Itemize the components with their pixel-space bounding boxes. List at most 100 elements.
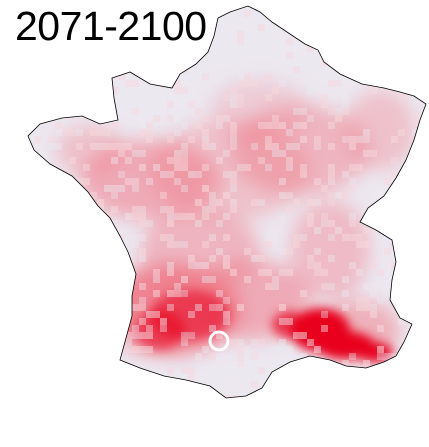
- grid-cell: [167, 262, 174, 269]
- grid-cell: [377, 325, 384, 332]
- grid-cell: [111, 80, 118, 87]
- grid-cell: [272, 276, 279, 283]
- grid-cell: [28, 108, 34, 115]
- grid-cell: [76, 143, 83, 150]
- grid-cell: [216, 220, 223, 227]
- grid-cell: [230, 136, 237, 143]
- grid-cell: [139, 122, 146, 129]
- grid-cell: [335, 115, 342, 122]
- grid-cell: [279, 150, 286, 157]
- grid-cell: [62, 73, 69, 80]
- grid-cell: [307, 199, 314, 206]
- grid-cell: [230, 185, 237, 192]
- grid-cell: [286, 192, 293, 199]
- grid-cell: [314, 136, 321, 143]
- grid-cell: [97, 381, 104, 388]
- grid-cell: [160, 52, 167, 59]
- grid-cell: [363, 59, 370, 66]
- grid-cell: [272, 115, 279, 122]
- grid-cell: [181, 157, 188, 164]
- grid-cell: [398, 192, 405, 199]
- grid-cell: [125, 332, 132, 339]
- grid-cell: [230, 374, 237, 381]
- grid-cell: [265, 395, 272, 398]
- grid-cell: [307, 87, 314, 94]
- grid-cell: [237, 339, 244, 346]
- grid-cell: [377, 73, 384, 80]
- grid-cell: [412, 73, 419, 80]
- grid-cell: [48, 143, 55, 150]
- grid-cell: [349, 164, 356, 171]
- grid-cell: [104, 185, 111, 192]
- grid-cell: [104, 269, 111, 276]
- grid-cell: [28, 220, 34, 227]
- grid-cell: [398, 318, 405, 325]
- grid-cell: [167, 136, 174, 143]
- grid-cell: [153, 59, 160, 66]
- grid-cell: [90, 94, 97, 101]
- grid-cell: [181, 241, 188, 248]
- grid-cell: [230, 171, 237, 178]
- grid-cell: [55, 395, 62, 398]
- grid-cell: [279, 122, 286, 129]
- grid-cell: [97, 276, 104, 283]
- grid-cell: [412, 332, 419, 339]
- grid-cell: [293, 234, 300, 241]
- grid-cell: [356, 241, 363, 248]
- grid-cell: [391, 185, 398, 192]
- grid-cell: [251, 381, 258, 388]
- grid-cell: [258, 367, 265, 374]
- grid-cell: [349, 143, 356, 150]
- grid-cell: [412, 318, 419, 325]
- grid-cell: [111, 66, 118, 73]
- grid-cell: [104, 388, 111, 395]
- grid-cell: [391, 290, 398, 297]
- grid-cell: [405, 339, 412, 346]
- grid-cell: [230, 101, 237, 108]
- grid-cell: [279, 80, 286, 87]
- grid-cell: [111, 87, 118, 94]
- grid-cell: [216, 199, 223, 206]
- grid-cell: [342, 360, 349, 367]
- grid-cell: [321, 220, 328, 227]
- grid-cell: [20, 122, 27, 129]
- grid-cell: [146, 325, 153, 332]
- grid-cell: [28, 346, 34, 353]
- grid-cell: [244, 164, 251, 171]
- grid-cell: [202, 262, 209, 269]
- grid-cell: [370, 304, 377, 311]
- grid-cell: [188, 213, 195, 220]
- grid-cell: [391, 192, 398, 199]
- grid-cell: [251, 80, 258, 87]
- grid-cell: [69, 157, 76, 164]
- grid-cell: [181, 150, 188, 157]
- grid-cell: [349, 178, 356, 185]
- grid-cell: [139, 213, 146, 220]
- grid-cell: [370, 388, 377, 395]
- grid-cell: [90, 269, 97, 276]
- grid-cell: [62, 276, 69, 283]
- grid-cell: [132, 206, 139, 213]
- grid-cell: [28, 367, 34, 374]
- grid-cell: [195, 171, 202, 178]
- grid-cell: [146, 346, 153, 353]
- grid-cell: [139, 220, 146, 227]
- heat-layer-core: [135, 290, 393, 362]
- grid-cell: [48, 199, 55, 206]
- grid-cell: [377, 346, 384, 353]
- grid-cell: [76, 101, 83, 108]
- grid-cell: [104, 304, 111, 311]
- grid-cell: [20, 332, 27, 339]
- grid-cell: [279, 248, 286, 255]
- grid-cell: [55, 87, 62, 94]
- grid-cell: [209, 206, 216, 213]
- grid-cell: [349, 374, 356, 381]
- grid-cell: [223, 311, 230, 318]
- grid-cell: [391, 136, 398, 143]
- grid-cell: [104, 325, 111, 332]
- grid-cell: [230, 206, 237, 213]
- grid-cell: [34, 304, 41, 311]
- grid-cell: [104, 332, 111, 339]
- grid-cell: [328, 143, 335, 150]
- grid-cell: [223, 395, 230, 398]
